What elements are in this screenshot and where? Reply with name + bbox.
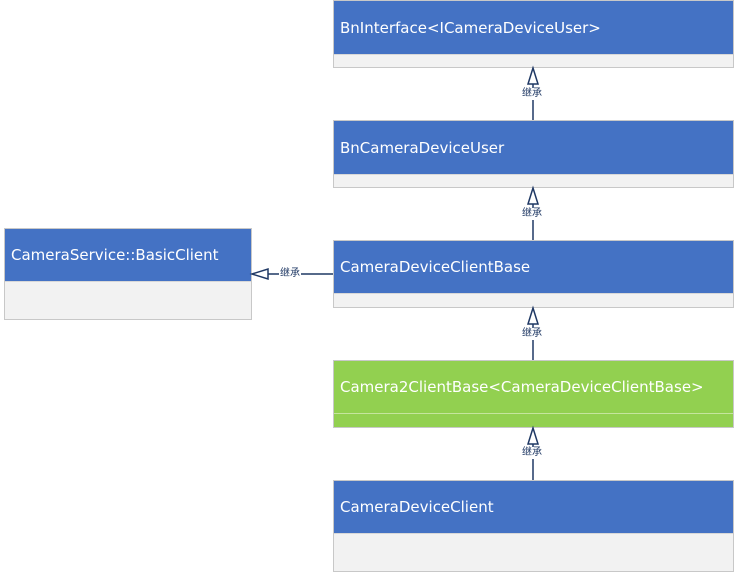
class-cameradeviceclientbase[interactable]: CameraDeviceClientBase bbox=[333, 240, 734, 308]
class-name: BnInterface<ICameraDeviceUser> bbox=[334, 1, 733, 55]
class-name: CameraDeviceClientBase bbox=[334, 241, 733, 294]
relation-label: 继承 bbox=[521, 88, 543, 100]
class-cameradeviceclient[interactable]: CameraDeviceClient bbox=[333, 480, 734, 572]
class-name: BnCameraDeviceUser bbox=[334, 121, 733, 175]
relation-label: 继承 bbox=[279, 268, 301, 280]
class-name: CameraService::BasicClient bbox=[5, 229, 251, 282]
class-camera2clientbase[interactable]: Camera2ClientBase<CameraDeviceClientBase… bbox=[333, 360, 734, 428]
class-name: CameraDeviceClient bbox=[334, 481, 733, 534]
relation-label: 继承 bbox=[521, 208, 543, 220]
relation-label: 继承 bbox=[521, 328, 543, 340]
class-bninterface[interactable]: BnInterface<ICameraDeviceUser> bbox=[333, 0, 734, 68]
class-basicclient[interactable]: CameraService::BasicClient bbox=[4, 228, 252, 320]
class-name: Camera2ClientBase<CameraDeviceClientBase… bbox=[334, 361, 733, 414]
class-bncameradeviceuser[interactable]: BnCameraDeviceUser bbox=[333, 120, 734, 188]
relation-label: 继承 bbox=[521, 447, 543, 459]
